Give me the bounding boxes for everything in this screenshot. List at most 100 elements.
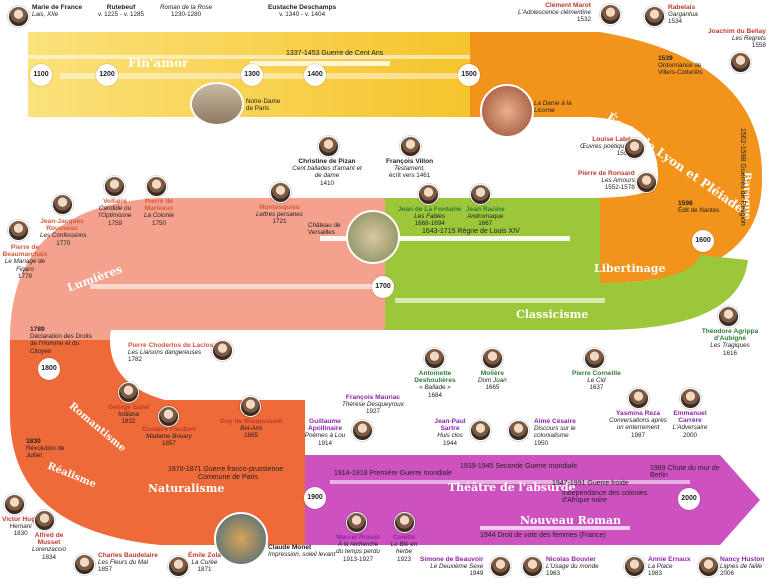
author-work: Les Tragiques [710, 342, 750, 350]
author-name: Gustave Flaubert [142, 426, 196, 433]
author-corneille: Pierre Corneille Le Cid 1637 [572, 370, 621, 392]
author-moliere: Molière Dom Juan 1665 [478, 370, 507, 392]
author-work: « Ballade » [419, 384, 451, 392]
author-date: 1987 [630, 431, 645, 439]
portrait-reza [628, 388, 649, 409]
label-finamor: Fin'amor [128, 56, 189, 70]
author-name: Montesquieu [259, 204, 300, 211]
author-carrere: Emmanuel Carrère L'Adversaire 2000 [670, 410, 710, 439]
year-1900: 1900 [304, 487, 326, 509]
author-name: Pierre de Beaumarchais [2, 244, 48, 259]
portrait-rabelais [644, 6, 665, 27]
year-1800: 1800 [38, 358, 60, 380]
author-date: 1668-1694 [414, 220, 445, 228]
author-work: Candide ou l'Optimisme [98, 205, 132, 220]
author-deschamps: Eustache Deschamps v. 1340 - v. 1404 [268, 4, 336, 18]
author-work: Poèmes à Lou [304, 432, 346, 440]
author-work: Andromaque [467, 213, 504, 221]
author-work: Les Amours [601, 177, 635, 185]
period-ww2: 1939-1945 Seconde Guerre mondiale [460, 463, 578, 470]
author-date: 1983 [648, 570, 663, 578]
author-work: Indiana [118, 411, 139, 419]
author-roman-rose: Roman de la Rose 1230-1280 [160, 4, 212, 18]
label-nouveau-roman: Nouveau Roman [520, 514, 621, 527]
author-date: 1410 [319, 179, 334, 187]
author-name: Antoinette Deshoulières [414, 370, 456, 385]
author-work: Conversations après un enterrement [609, 417, 667, 432]
author-villon: François Villon Testament, écrit vers 14… [386, 158, 433, 180]
portrait-flaubert [158, 406, 179, 427]
author-name: Louise Labé [592, 136, 631, 143]
band-vingtieme [305, 455, 760, 545]
portrait-beauvoir [490, 556, 511, 577]
author-proust: Marcel Proust À la recherche du temps pe… [334, 534, 382, 563]
portrait-marot [600, 4, 621, 25]
author-work: Lettres persanes [256, 211, 303, 219]
portrait-corneille [584, 348, 605, 369]
author-work: L'Adolescence clémentine [518, 9, 591, 17]
portrait-proust [346, 512, 367, 533]
author-date: 1885 [244, 432, 259, 440]
portrait-la-fontaine [418, 184, 439, 205]
author-date: 1949 [469, 570, 484, 578]
author-work: Lais, XIIe [32, 11, 59, 19]
portrait-ernaux [624, 556, 645, 577]
author-voltaire: Voltaire Candide ou l'Optimisme 1759 [94, 198, 136, 227]
band-lumieres-lower [100, 298, 385, 330]
portrait-pizan [318, 136, 339, 157]
event-text: Déclaration des Droits de l'Homme et du … [30, 333, 92, 355]
portrait-laclos [212, 340, 233, 361]
author-date: 1555 [616, 150, 631, 158]
portrait-maupassant [240, 396, 261, 417]
author-flaubert: Gustave Flaubert Madame Bovary 1857 [142, 426, 196, 448]
author-date: 1944 [442, 439, 457, 447]
author-name: Claude Monet [268, 544, 312, 551]
year-1400: 1400 [304, 64, 326, 86]
portrait-villon [400, 136, 421, 157]
author-date: 1667 [478, 220, 493, 228]
author-marivaux: Pierre de Marivaux La Colonie 1750 [142, 198, 176, 227]
author-cesaire: Aimé Césaire Discours sur le colonialism… [534, 418, 590, 447]
portrait-zola [168, 556, 189, 577]
label-naturalisme: Naturalisme [148, 482, 225, 495]
place-notre-dame: Notre-Dame de Paris [246, 98, 281, 113]
author-work: Le Blé en herbe [390, 541, 418, 556]
author-date: 1721 [272, 218, 287, 226]
period-louis-xiv: 1643-1715 Règne de Louis XIV [422, 228, 520, 235]
author-date: 1750 [151, 219, 166, 227]
event-text: Révolution de Juillet [26, 445, 65, 460]
author-work: À la recherche du temps perdu [336, 541, 380, 556]
author-name: Eustache Deschamps [268, 4, 337, 11]
portrait-apollinaire [352, 420, 373, 441]
stripe-classicisme [395, 298, 605, 303]
author-marie-france: Marie de France Lais, XIIe [32, 4, 82, 18]
author-work: Le Mariage de Figaro [4, 258, 46, 273]
author-work: La Curée [191, 559, 218, 567]
author-name: Jean de La Fontaine [398, 206, 462, 213]
author-work: Les Regrets [731, 35, 766, 43]
author-work: Cent ballades d'amant et de dame [292, 165, 362, 180]
year-2000: 2000 [678, 488, 700, 510]
period-ww1: 1914-1918 Première Guerre mondiale [334, 470, 452, 477]
event-date: 1539 [658, 55, 673, 62]
author-name: Jean-Jacques Rousseau [40, 218, 84, 233]
author-work: Lignes de faille [720, 563, 763, 571]
author-work: Huis clos [437, 432, 463, 440]
author-work: Les Fables [414, 213, 446, 221]
author-work: La Colonie [143, 212, 175, 220]
period-guerres-religion: 1562-1598 Guerres de Religion [739, 128, 746, 226]
author-date: 2000 [682, 431, 697, 439]
portrait-sartre [470, 420, 491, 441]
portrait-hugo [4, 494, 25, 515]
author-name: Pierre de Ronsard [578, 170, 635, 177]
event-date: 1830 [26, 438, 41, 445]
author-name: Annie Ernaux [648, 556, 691, 563]
author-work: Roman de la Rose [160, 4, 213, 11]
author-name: Clément Marot [545, 2, 591, 9]
author-name: Jean Racine [466, 206, 505, 213]
author-name: Alfred de Musset [34, 532, 64, 547]
author-date: 1832 [121, 418, 136, 426]
event-villers-cotterets: 1539 Ordonnance de Villers-Cotterêts [658, 55, 720, 77]
portrait-aubigne [718, 306, 739, 327]
author-date: 1830 [13, 530, 28, 538]
